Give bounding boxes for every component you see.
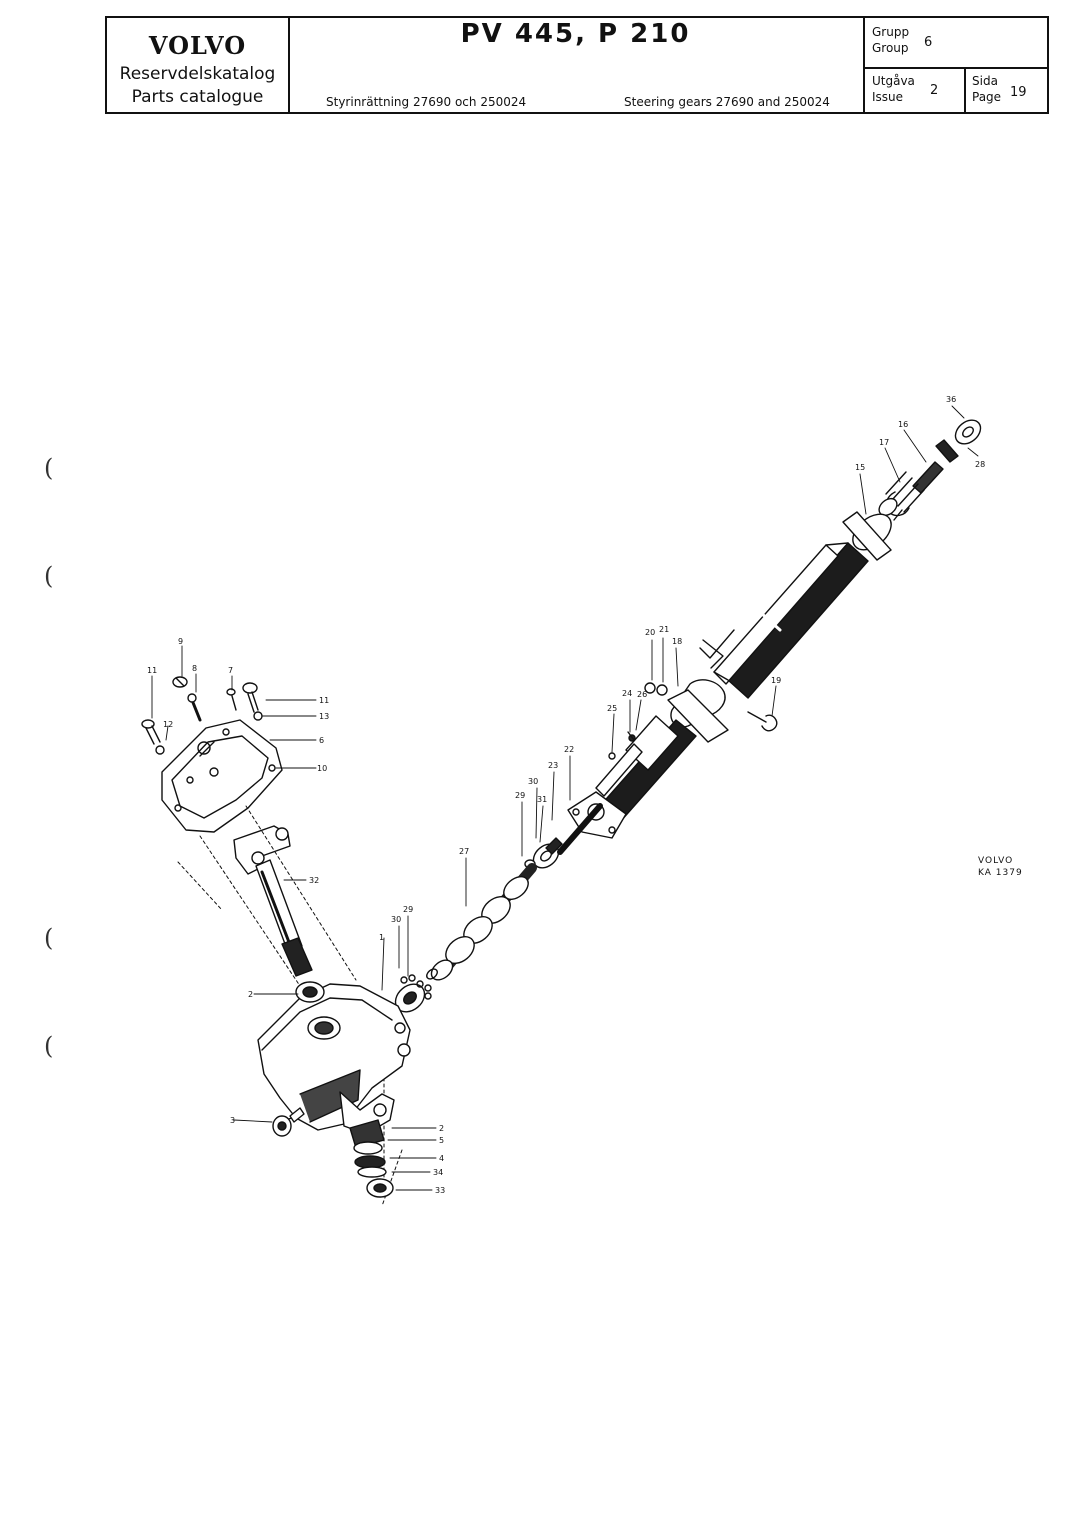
binding-mark: (	[44, 454, 54, 482]
column-nut-assembly	[878, 419, 982, 521]
callout-5: 5	[439, 1136, 444, 1145]
callout-20: 20	[645, 628, 655, 637]
callout-11: 11	[147, 666, 157, 675]
title-block: VOLVO Reservdelskatalog Parts catalogue …	[105, 16, 1049, 114]
worm-shaft	[426, 803, 603, 981]
callout-15: 15	[855, 463, 865, 472]
callout-8: 8	[192, 664, 197, 673]
steering-column-tube	[699, 511, 892, 699]
divider	[964, 68, 966, 112]
group-label-en: Group	[872, 41, 909, 55]
callout-23: 23	[548, 761, 558, 770]
callout-22: 22	[564, 745, 574, 754]
callout-30: 30	[391, 915, 401, 924]
divider	[863, 18, 865, 112]
callout-29: 29	[515, 791, 525, 800]
callout-1: 1	[379, 933, 384, 942]
group-label-sv: Grupp	[872, 25, 910, 39]
callout-32: 32	[309, 876, 319, 885]
callout-7: 7	[228, 666, 233, 675]
callout-25: 25	[607, 704, 617, 713]
callout-11: 11	[319, 696, 329, 705]
catalogue-title-sv: Reservdelskatalog	[119, 64, 276, 84]
brand-logo: VOLVO	[148, 31, 247, 60]
callout-13: 13	[319, 712, 329, 721]
binding-mark: (	[44, 1032, 54, 1060]
callout-28: 28	[975, 460, 985, 469]
callout-26: 26	[637, 690, 647, 699]
callout-34: 34	[433, 1168, 443, 1177]
issue-value: 2	[930, 83, 939, 98]
figure-code: VOLVO KA 1379	[978, 855, 1023, 879]
callout-19: 19	[771, 676, 781, 685]
callout-12: 12	[163, 720, 173, 729]
leader-lines	[151, 405, 979, 1191]
top-cover	[141, 676, 283, 833]
small-fasteners	[608, 731, 636, 760]
subtitle-en: Steering gears 27690 and 250024	[624, 95, 830, 109]
callout-33: 33	[435, 1186, 445, 1195]
callout-10: 10	[317, 764, 327, 773]
figure-code-brand: VOLVO	[978, 856, 1014, 866]
catalogue-title-en: Parts catalogue	[131, 87, 264, 107]
divider	[863, 67, 1047, 69]
callout-29: 29	[403, 905, 413, 914]
subtitle-sv: Styrinrättning 27690 och 250024	[326, 95, 527, 109]
callout-2: 2	[439, 1124, 444, 1133]
model-title: PV 445, P 210	[460, 19, 691, 49]
divider	[288, 18, 290, 112]
universal-joint	[644, 679, 778, 743]
callout-17: 17	[879, 438, 889, 447]
binding-mark: (	[44, 562, 54, 590]
callout-21: 21	[659, 625, 669, 634]
issue-label-en: Issue	[872, 90, 904, 104]
callout-27: 27	[459, 847, 469, 856]
callout-31: 31	[537, 795, 547, 804]
lower-seal-stack	[349, 1119, 394, 1198]
callout-18: 18	[672, 637, 682, 646]
callout-9: 9	[178, 637, 183, 646]
callout-3: 3	[230, 1116, 235, 1125]
callout-labels: 36 16 17 15 28 20 21 18 19 24 26 25 22 2…	[147, 395, 985, 1195]
callout-4: 4	[439, 1154, 444, 1163]
callout-6: 6	[319, 736, 324, 745]
callout-2: 2	[248, 990, 253, 999]
lower-bearing	[394, 974, 432, 1013]
binding-mark: (	[44, 924, 54, 952]
sector-shaft	[233, 825, 313, 977]
callout-16: 16	[898, 420, 908, 429]
issue-label-sv: Utgåva	[872, 74, 915, 88]
figure-code-number: KA 1379	[978, 868, 1023, 879]
callout-30: 30	[528, 777, 538, 786]
page-value: 19	[1010, 85, 1027, 100]
page-label-sv: Sida	[972, 74, 998, 88]
steering-box-housing	[257, 981, 411, 1137]
page-label-en: Page	[972, 90, 1002, 104]
group-value: 6	[924, 35, 933, 50]
callout-24: 24	[622, 689, 632, 698]
callout-36: 36	[946, 395, 956, 404]
